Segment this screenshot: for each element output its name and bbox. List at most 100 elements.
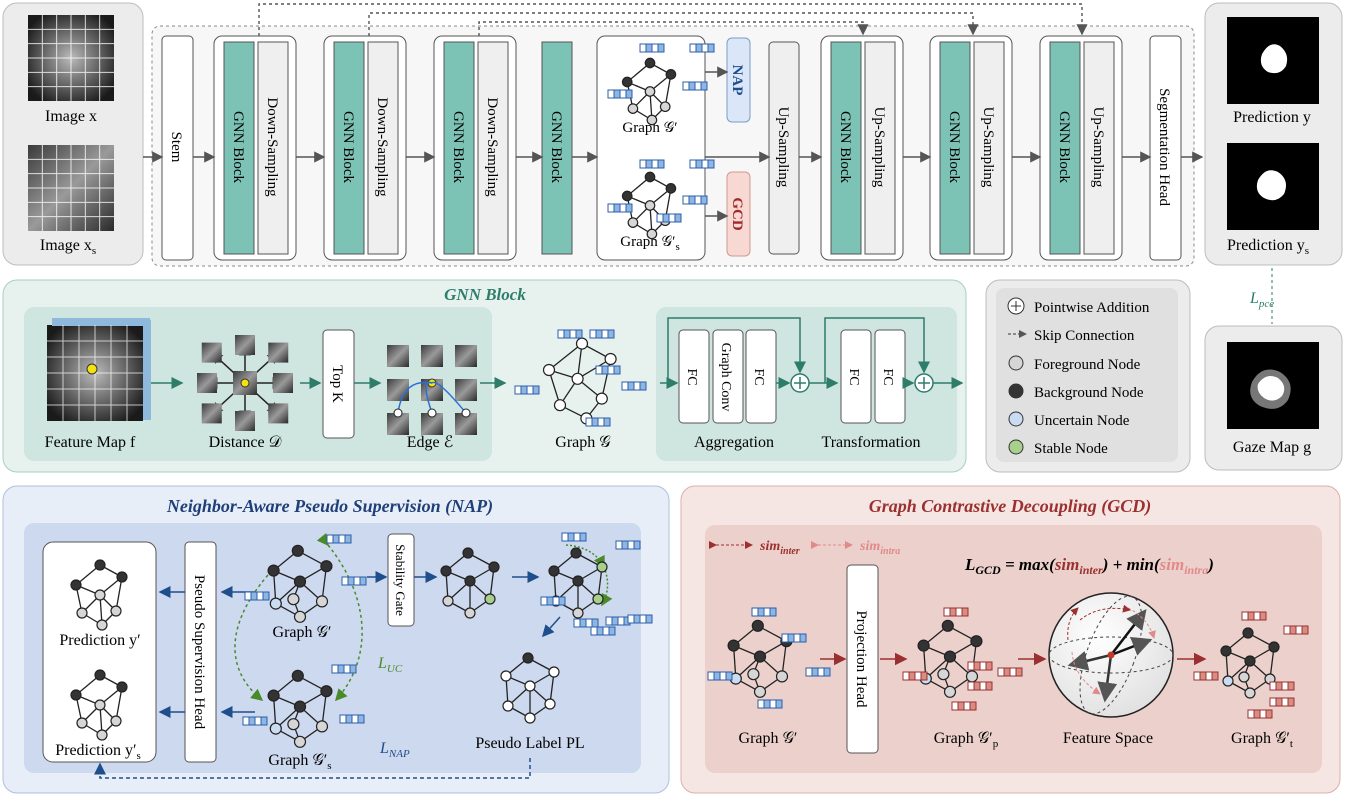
nap-tag — [726, 37, 751, 123]
edge-patch — [421, 345, 443, 367]
sphere-equator — [1048, 636, 1174, 674]
l-nap-path — [94, 758, 531, 779]
gnn-graph-g-node — [542, 363, 556, 377]
gnn-feat-0-cell — [563, 329, 571, 339]
down-sampling-label-2: Down-Sampling — [374, 97, 390, 197]
top-graph-gs-node — [644, 171, 656, 183]
nap-refined-feat-0 — [561, 532, 587, 542]
gaze-inner — [1257, 376, 1285, 401]
top-graph-g-edge — [664, 74, 672, 107]
pseudo-label-graph-node — [502, 700, 514, 712]
gcd-out-feat-1 — [1283, 625, 1309, 635]
trans-fc1-label: FC — [846, 368, 861, 385]
gcd-title: Graph Contrastive Decoupling (GCD) — [869, 496, 1152, 517]
image-xs-label: Image xs — [40, 237, 96, 257]
gcd-feat-3-cell — [817, 667, 825, 677]
nap-graph-gs-node — [287, 718, 300, 731]
nap-gated-graph-node — [462, 547, 474, 559]
nap-gated-graph-node — [484, 593, 496, 605]
gcd-out-feat-2-cell — [1193, 671, 1201, 681]
nap-refined-feat-1-cell — [615, 540, 623, 550]
gcd-proj-feat-3-cell — [985, 681, 993, 691]
nap-feat-2-cell — [250, 591, 258, 601]
topk-label: Top K — [329, 365, 345, 403]
segmentation-head-label: Segmentation Head — [1156, 88, 1172, 206]
gcd-out-feat-4-cell — [1269, 697, 1277, 707]
up-sampling-0 — [768, 41, 800, 255]
top-graph-gs-node — [665, 183, 677, 194]
prediction-ys-blob — [1256, 170, 1286, 201]
gnn-feat-2-cell — [601, 365, 609, 375]
legend-inner — [996, 288, 1178, 462]
top-feat-1 — [689, 43, 715, 53]
gnn-feat-5-cell — [591, 417, 599, 427]
gnn-feat-2-cell — [607, 365, 615, 375]
top-feat-1-cell — [701, 43, 709, 53]
nap-refined-feat-2-cell — [558, 596, 566, 606]
legend-uncertain: Uncertain Node — [1034, 413, 1130, 429]
gcd-proj-feat-1 — [902, 671, 928, 681]
gcd-proj-feat-1-cell — [902, 671, 910, 681]
gcd-feat-0-cell — [769, 607, 777, 617]
top-feat-7-cell — [682, 195, 690, 205]
gnn-graph-g-node — [571, 372, 584, 385]
nap-feat-1 — [341, 576, 367, 586]
up-sampling-label-0: Up-Sampling — [775, 107, 791, 188]
neighbor-patch-4 — [197, 373, 217, 393]
gnn-feat-0-cell — [569, 329, 577, 339]
top-feat-0-cell — [651, 43, 659, 53]
gnn-feat-5-cell — [603, 417, 611, 427]
nap-feat-2-cell — [262, 591, 270, 601]
up-sampling-label-1: Up-Sampling — [871, 107, 887, 188]
gcd-out-feat-1-cell — [1295, 625, 1303, 635]
nap-feat-3-cell — [343, 664, 351, 674]
gcd-feat-4 — [781, 633, 807, 643]
uc-arc-left — [234, 574, 269, 701]
top-feat-0-cell — [645, 43, 653, 53]
nap-refined-graph-node — [570, 547, 582, 559]
top-feat-4 — [639, 159, 665, 169]
edge-neighbor-node-3 — [461, 408, 471, 418]
nap-feat-5-cell — [345, 714, 353, 724]
nap-refined-feat-5-cell — [585, 618, 593, 628]
gcd-graph-gp-node — [965, 670, 979, 683]
nap-prediction-card — [42, 541, 157, 763]
nap-refined-feat-5-cell — [579, 618, 587, 628]
nap-refined-graph-node — [548, 565, 560, 577]
gcd-graph-gt-node — [1220, 645, 1232, 657]
gnn-band: GNN Block Feature Map f Distance 𝒟 Top K… — [2, 279, 967, 473]
legend-stable-icon — [1008, 439, 1024, 455]
nap-graph-gs — [267, 669, 333, 748]
top-feat-2-cell — [625, 89, 633, 99]
top-feat-7-cell — [700, 195, 708, 205]
nap-feat-4-cell — [248, 716, 256, 726]
feature-map-depth — [143, 320, 151, 420]
gcd-out-feat-3-cell — [1281, 681, 1289, 691]
gcd-proj-feat-2-cell — [979, 661, 987, 671]
gnn-title: GNN Block — [444, 285, 526, 304]
add-node-2-plus — [918, 377, 930, 389]
top-graph-g-node — [644, 57, 656, 69]
edge-neighbor-node-1 — [393, 408, 403, 418]
agg-fc2-label: FC — [751, 368, 766, 385]
pseudo-label-graph-node — [548, 666, 560, 678]
intra-arc-2 — [1071, 651, 1101, 695]
pseudo-head-block — [184, 541, 217, 763]
gcd-proj-feat-2-cell — [967, 661, 975, 671]
gcd-proj-feat-0-cell — [955, 607, 963, 617]
gcd-graph-gt-node — [1222, 675, 1234, 687]
gcd-feat-1 — [707, 671, 733, 681]
gcd-feat-2-cell — [769, 699, 777, 709]
pseudo-label-graph-node — [524, 680, 536, 692]
gnn-graph-g-edge — [577, 358, 611, 380]
top-feat-5 — [689, 159, 715, 169]
nap-feat-0-cell — [332, 534, 340, 544]
nap-pred-y-graph-node — [110, 605, 122, 617]
nap-refined-graph-node — [572, 575, 584, 587]
gcd-proj-feat-4 — [997, 667, 1023, 677]
nap-feat-5-cell — [357, 714, 365, 724]
top-feat-3-cell — [700, 81, 708, 91]
nap-feat-0-cell — [326, 534, 334, 544]
down-sampling-2 — [367, 41, 399, 255]
up-sampling-3 — [1083, 41, 1115, 255]
